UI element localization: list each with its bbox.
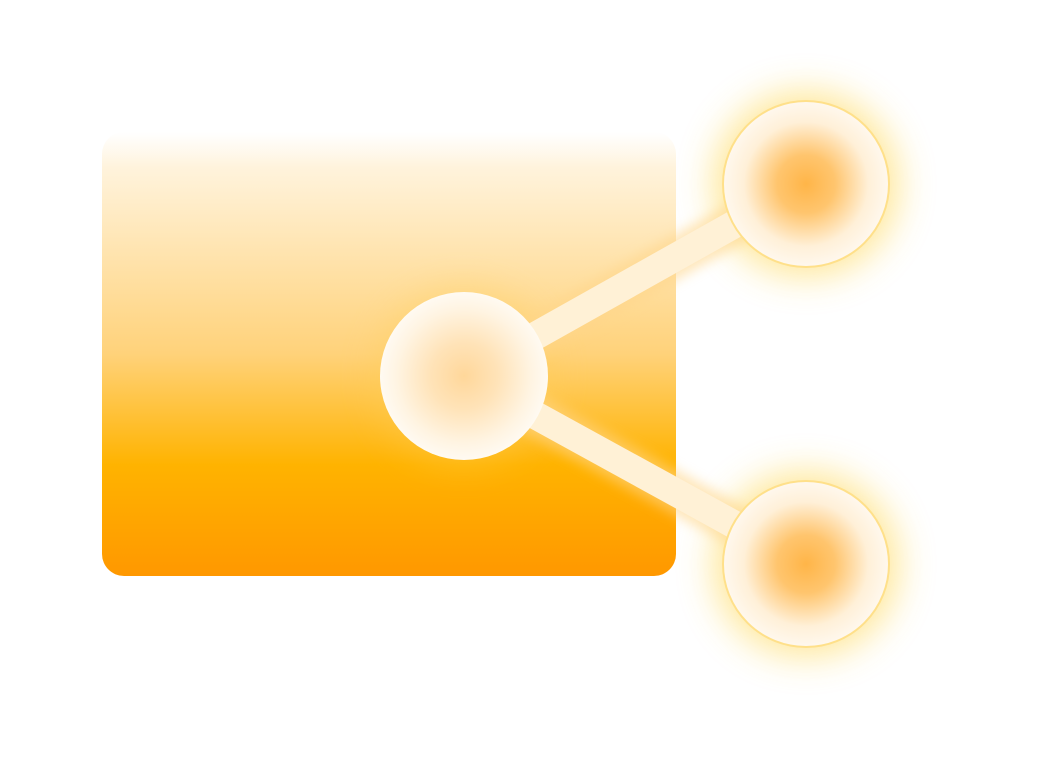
node-top (722, 100, 890, 268)
node-center (380, 292, 548, 460)
node-bottom (722, 480, 890, 648)
